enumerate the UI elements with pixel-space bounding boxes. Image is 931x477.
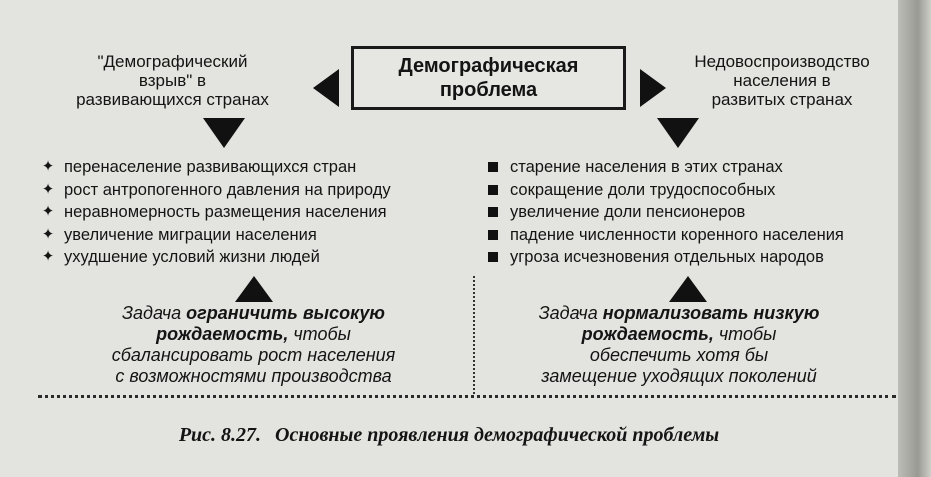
figure-panel: Демографическая проблема "Демографически… — [0, 46, 898, 447]
list-item-text: угроза исчезновения отдельных народов — [510, 248, 824, 266]
arrow-down-left-icon — [203, 118, 245, 148]
list-item: угроза исчезновения отдельных народов — [484, 246, 844, 269]
task-line4: с возможностями производства — [115, 366, 392, 386]
four-pointed-star-icon: ✦ — [41, 203, 55, 220]
arrow-up-left-icon — [235, 276, 273, 302]
black-square-icon — [488, 252, 498, 263]
central-title-line2: проблема — [439, 79, 538, 101]
right-label-line2: населения в — [733, 71, 831, 90]
left-label-line1: "Демографический — [97, 52, 248, 71]
list-item: увеличение доли пенсионеров — [484, 201, 844, 224]
four-pointed-star-icon: ✦ — [41, 158, 55, 175]
task-bold-line2: рождаемость, — [156, 324, 289, 344]
list-item: падение численности коренного населения — [484, 224, 844, 247]
right-task-text: Задача нормализовать низкую рождаемость,… — [519, 303, 839, 387]
right-consequences-list: старение населения в этих странах сокращ… — [484, 156, 844, 269]
left-problem-label: "Демографический взрыв" в развивающихся … — [55, 52, 290, 109]
right-label-line1: Недовоспроизводство — [694, 52, 870, 71]
arrow-down-right-icon — [657, 118, 699, 148]
arrow-right-icon — [640, 69, 666, 107]
four-pointed-star-icon: ✦ — [41, 248, 55, 265]
list-item: ✦ неравномерность размещения населения — [38, 201, 391, 224]
list-item-text: рост антропогенного давления на природу — [64, 180, 391, 199]
arrow-left-icon — [313, 69, 339, 107]
right-label-line3: развитых странах — [711, 90, 853, 109]
black-square-icon — [488, 207, 498, 218]
task-prefix: Задача — [122, 303, 187, 323]
list-item-text: увеличение доли пенсионеров — [510, 203, 746, 221]
task-line3: сбалансировать рост населения — [111, 345, 396, 365]
caption-text: Основные проявления демографической проб… — [275, 424, 720, 446]
list-item-text: падение численности коренного населения — [510, 225, 844, 244]
task-line3: обеспечить хотя бы — [589, 345, 769, 365]
list-item: ✦ перенаселение развивающихся стран — [38, 156, 391, 179]
task-rest: чтобы — [713, 324, 777, 344]
task-bold-line2: рождаемость, — [581, 324, 714, 344]
central-problem-box: Демографическая проблема — [351, 46, 626, 110]
vertical-divider — [473, 276, 475, 394]
right-problem-label: Недовоспроизводство населения в развитых… — [672, 52, 892, 109]
list-item-text: перенаселение развивающихся стран — [64, 158, 357, 176]
list-item-text: сокращение доли трудоспособных — [510, 180, 776, 199]
left-label-line2: взрыв" в — [138, 71, 207, 90]
left-label-line3: развивающихся странах — [76, 90, 269, 109]
left-consequences-list: ✦ перенаселение развивающихся стран ✦ рост… — [38, 156, 391, 269]
list-item-text: ухудшение условий жизни людей — [64, 248, 320, 266]
list-item: старение населения в этих странах — [484, 156, 844, 179]
task-bold-line1: ограничить высокую — [186, 303, 385, 323]
list-item: ✦ рост антропогенного давления на природу — [38, 179, 391, 202]
figure-caption: Рис. 8.27. Основные проявления демографич… — [0, 424, 898, 447]
caption-number: Рис. 8.27. — [178, 424, 262, 446]
central-title-line1: Демографическая — [398, 55, 579, 77]
four-pointed-star-icon: ✦ — [41, 180, 55, 198]
arrow-up-right-icon — [669, 276, 707, 302]
four-pointed-star-icon: ✦ — [41, 225, 55, 243]
list-item: сокращение доли трудоспособных — [484, 179, 844, 202]
list-item: ✦ увеличение миграции населения — [38, 224, 391, 247]
black-square-icon — [488, 229, 498, 240]
task-bold-line1: нормализовать низкую — [602, 303, 820, 323]
list-item-text: неравномерность размещения населения — [64, 203, 387, 221]
task-prefix: Задача — [538, 303, 603, 323]
list-item-text: увеличение миграции населения — [64, 225, 317, 244]
black-square-icon — [488, 184, 498, 195]
task-line4: замещение уходящих поколений — [541, 366, 817, 386]
list-item-text: старение населения в этих странах — [510, 158, 783, 176]
task-rest: чтобы — [288, 324, 351, 344]
horizontal-divider — [38, 395, 896, 398]
black-square-icon — [488, 162, 498, 173]
page-edge-shadow — [898, 0, 931, 477]
left-task-text: Задача ограничить высокую рождаемость, ч… — [86, 303, 421, 387]
list-item: ✦ ухудшение условий жизни людей — [38, 246, 391, 269]
